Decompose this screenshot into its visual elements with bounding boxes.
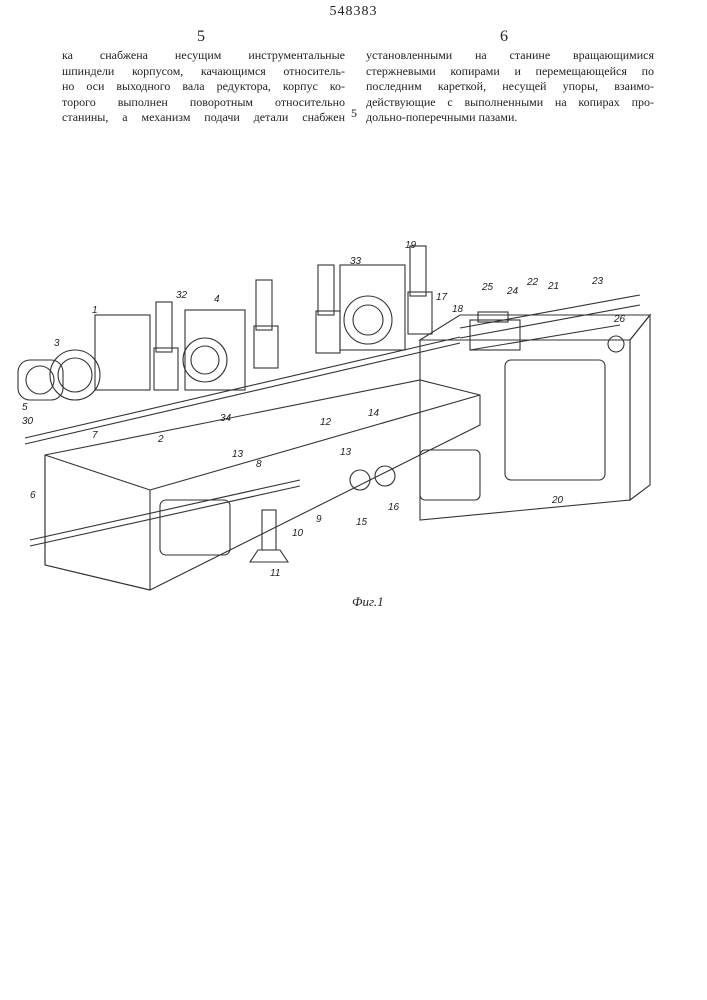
text-line: установленными на станине вращающимися <box>366 48 654 64</box>
callout: 4 <box>214 294 220 305</box>
callout: 24 <box>506 286 519 297</box>
workpiece-rod <box>25 337 460 438</box>
callout: 16 <box>388 502 400 513</box>
callout: 20 <box>551 495 564 506</box>
text-line: торого выполнен поворотным относительно <box>62 95 345 111</box>
callout: 12 <box>320 417 332 428</box>
left-column-number: 5 <box>197 28 205 46</box>
page-number: 548383 <box>0 4 707 20</box>
callout: 6 <box>30 490 36 501</box>
text-line: шпиндели корпусом, качающимся относитель… <box>62 64 345 80</box>
callout: 34 <box>220 413 232 424</box>
callout: 7 <box>92 430 98 441</box>
text-line: стержневыми копирами и перемещающейся по <box>366 64 654 80</box>
callout: 21 <box>547 281 559 292</box>
right-column-number: 6 <box>500 28 508 46</box>
callout: 3 <box>54 338 60 349</box>
cabinet-door <box>505 360 605 480</box>
left-column-text: ка снабжена несущим инструментальные шпи… <box>62 48 345 126</box>
spindle-housing <box>95 315 150 390</box>
callout: 22 <box>526 277 539 288</box>
text-line: дольно-поперечными пазами. <box>366 110 654 126</box>
text-line: но оси выходного вала редуктора, корпус … <box>62 79 345 95</box>
callout: 25 <box>481 282 494 293</box>
callout: 11 <box>270 568 280 579</box>
callout: 33 <box>350 256 362 267</box>
figure-caption: Фиг.1 <box>352 594 384 610</box>
machine-drawing-svg: 1 2 3 4 5 6 7 8 9 10 11 12 13 13 14 15 1… <box>0 220 707 630</box>
callout: 26 <box>613 314 626 325</box>
callout: 5 <box>22 402 28 413</box>
text-line: ка снабжена несущим инструментальные <box>62 48 345 64</box>
callout: 17 <box>436 292 448 303</box>
callout: 13 <box>232 449 244 460</box>
callout: 23 <box>591 276 604 287</box>
machine-bed <box>45 380 480 590</box>
callout: 8 <box>256 459 262 470</box>
callout: 13 <box>340 447 352 458</box>
tool-posts <box>154 246 432 390</box>
callout: 30 <box>22 416 34 427</box>
callout: 2 <box>157 434 164 445</box>
technical-drawing: 1 2 3 4 5 6 7 8 9 10 11 12 13 13 14 15 1… <box>0 220 707 630</box>
callout: 32 <box>176 290 188 301</box>
right-column-text: установленными на станине вращающимися с… <box>366 48 654 126</box>
callout: 19 <box>405 240 417 251</box>
callout: 15 <box>356 517 368 528</box>
text-line: станины, а механизм подачи детали снабже… <box>62 110 345 126</box>
text-line: последним кареткой, несущей упоры, взаим… <box>366 79 654 95</box>
callout: 18 <box>452 304 464 315</box>
text-line: действующие с выполненными на копирах пр… <box>366 95 654 111</box>
callout: 1 <box>92 305 98 316</box>
margin-line-number: 5 <box>351 106 357 121</box>
callout: 14 <box>368 408 380 419</box>
right-cabinet <box>420 340 630 520</box>
callout: 9 <box>316 514 322 525</box>
callout: 10 <box>292 528 304 539</box>
